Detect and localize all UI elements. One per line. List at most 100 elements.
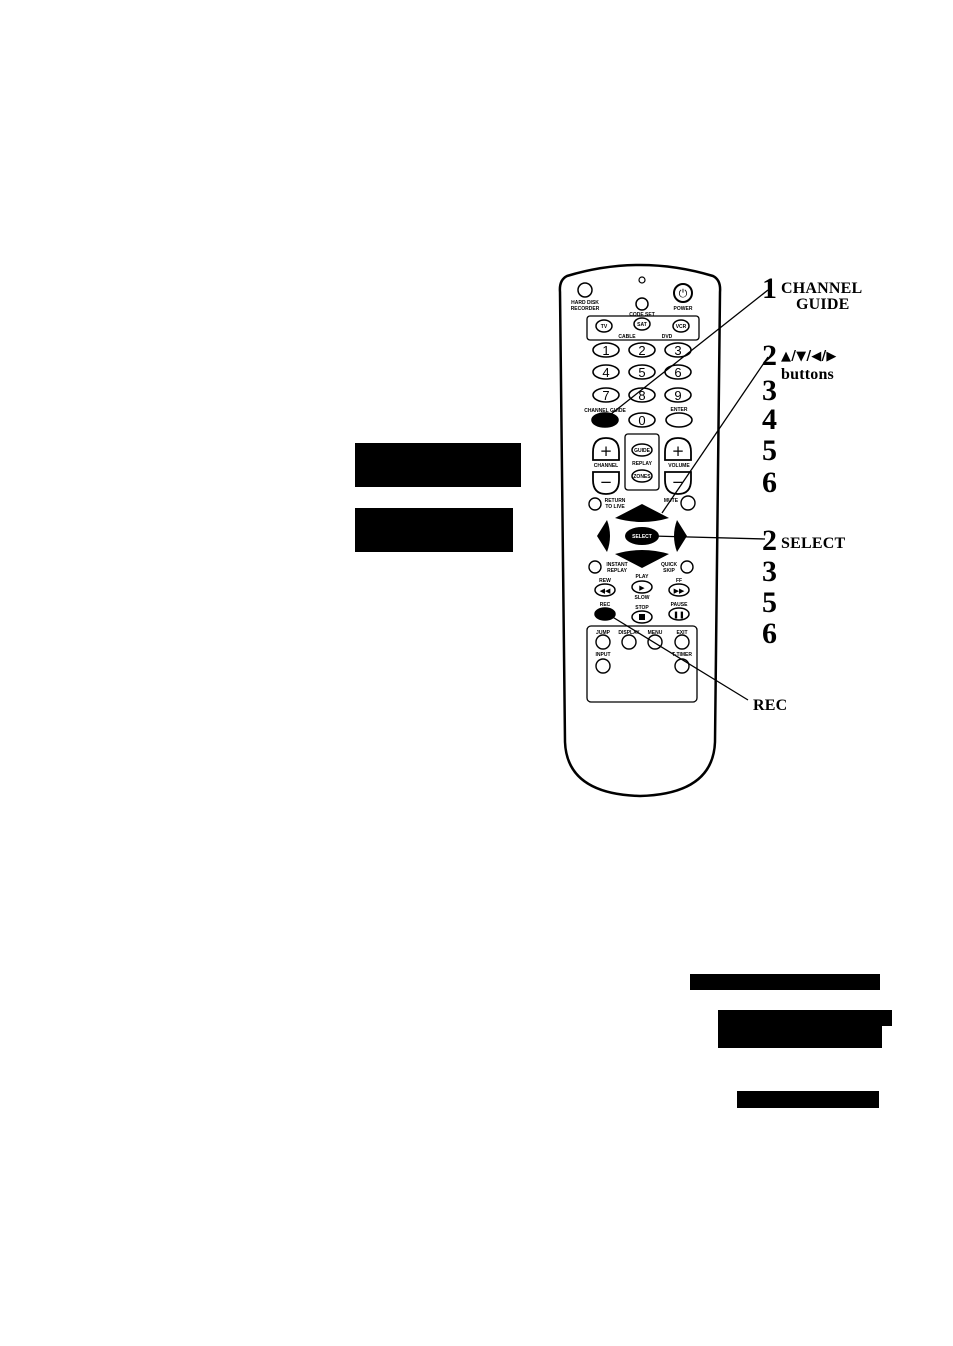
select-key-label: SELECT — [632, 534, 652, 540]
left-arrow-button — [597, 520, 610, 552]
svg-text:VOLUME: VOLUME — [668, 463, 690, 469]
svg-text:◀◀: ◀◀ — [600, 587, 611, 595]
svg-text:CHANNEL: CHANNEL — [594, 463, 618, 469]
hard-disk-label: HARD DISK — [571, 300, 599, 306]
display-button — [621, 634, 637, 650]
svg-text:SAT: SAT — [637, 322, 647, 328]
svg-text:8: 8 — [638, 388, 645, 403]
svg-text:PLAY: PLAY — [636, 574, 650, 580]
power-button — [673, 283, 693, 303]
step-number: 4 — [762, 403, 777, 436]
play-button — [631, 580, 653, 594]
jump-button — [595, 634, 611, 650]
step-number: 6 — [762, 466, 777, 499]
digit-3-button — [664, 342, 692, 358]
vcr-button — [672, 319, 690, 333]
svg-text:5: 5 — [638, 365, 645, 380]
digit-5-button — [628, 364, 656, 380]
redaction-block — [690, 974, 880, 990]
return-to-live-button — [588, 497, 602, 511]
redaction-block — [355, 508, 513, 552]
svg-text:+: + — [600, 442, 613, 460]
digit-9-button — [664, 387, 692, 403]
svg-text:❚❚: ❚❚ — [673, 611, 685, 619]
callout-select-label: SELECT — [781, 535, 846, 552]
leader-arrow-buttons — [661, 356, 769, 514]
redaction-block — [355, 443, 521, 487]
svg-text:TV: TV — [601, 324, 608, 330]
svg-text:SLOW: SLOW — [635, 595, 650, 601]
svg-text:REC: REC — [600, 602, 611, 608]
svg-text:VCR: VCR — [676, 324, 687, 330]
svg-text:STOP: STOP — [635, 605, 649, 611]
code-set-button — [635, 297, 649, 311]
digit-2-button — [628, 342, 656, 358]
svg-text:0: 0 — [638, 413, 645, 428]
step-number: 3 — [762, 555, 777, 588]
step-number: 5 — [762, 434, 777, 467]
channel-down-button — [592, 471, 620, 495]
svg-text:6: 6 — [674, 365, 681, 380]
leader-rec — [605, 612, 749, 701]
svg-text:FF: FF — [676, 578, 682, 584]
svg-text:EXIT: EXIT — [676, 630, 687, 636]
step-number: 2 — [762, 339, 777, 372]
enter-button — [665, 412, 693, 428]
guide-button — [631, 443, 653, 457]
callout-arrow-buttons-line2: buttons — [781, 366, 834, 383]
leader-select — [651, 535, 766, 540]
power-label: POWER — [674, 306, 693, 312]
input-button — [595, 658, 611, 674]
exit-button — [674, 634, 690, 650]
svg-text:GUIDE: GUIDE — [634, 448, 651, 454]
svg-text:RETURN: RETURN — [605, 498, 626, 504]
svg-text:▶▶: ▶▶ — [674, 587, 685, 595]
up-arrow-button — [615, 504, 669, 522]
fast-forward-button — [668, 583, 690, 597]
svg-text:1: 1 — [602, 343, 609, 358]
step-number: 2 — [762, 524, 777, 557]
svg-text:REPLAY: REPLAY — [607, 568, 627, 574]
digit-7-button — [592, 387, 620, 403]
redaction-block — [718, 1010, 892, 1026]
enter-label: ENTER — [671, 407, 688, 413]
digit-8-button — [628, 387, 656, 403]
digit-1-button — [592, 342, 620, 358]
remote-control-illustration: HARD DISK RECORDER CODE SET ⏻ POWER TV S… — [558, 263, 722, 798]
svg-text:2: 2 — [638, 343, 645, 358]
svg-text:REW: REW — [599, 578, 611, 584]
step-number: 5 — [762, 586, 777, 619]
svg-text:−: − — [600, 473, 613, 491]
svg-text:QUICK: QUICK — [661, 562, 678, 568]
digit-4-button — [592, 364, 620, 380]
select-button — [625, 527, 659, 545]
svg-text:SKIP: SKIP — [663, 568, 675, 574]
hard-disk-recorder-button — [577, 282, 593, 298]
function-panel — [586, 625, 698, 703]
volume-up-button — [664, 437, 692, 461]
svg-text:TO LIVE: TO LIVE — [605, 504, 625, 510]
svg-text:4: 4 — [602, 365, 609, 380]
redaction-block — [737, 1091, 879, 1108]
code-set-label: CODE SET — [629, 312, 655, 318]
svg-text:7: 7 — [602, 388, 609, 403]
zones-button — [631, 469, 653, 483]
instant-replay-button — [588, 560, 602, 574]
indicator-led — [638, 276, 646, 284]
svg-text:DVD: DVD — [662, 334, 673, 340]
svg-text:JUMP: JUMP — [596, 630, 611, 636]
callout-channel-guide-line1: CHANNEL — [781, 280, 863, 297]
step-number: 1 — [762, 272, 777, 305]
channel-up-button — [592, 437, 620, 461]
svg-text:INPUT: INPUT — [596, 652, 611, 658]
leader-channel-guide — [605, 289, 769, 419]
svg-text:+: + — [672, 442, 685, 460]
channel-guide-button — [591, 412, 619, 428]
sat-button — [633, 317, 651, 331]
digit-0-button — [628, 412, 656, 428]
rec-button — [594, 607, 616, 621]
pause-button — [668, 607, 690, 621]
svg-text:3: 3 — [674, 343, 681, 358]
replay-zone-panel — [624, 433, 660, 491]
svg-text:DISPLAY: DISPLAY — [618, 630, 640, 636]
